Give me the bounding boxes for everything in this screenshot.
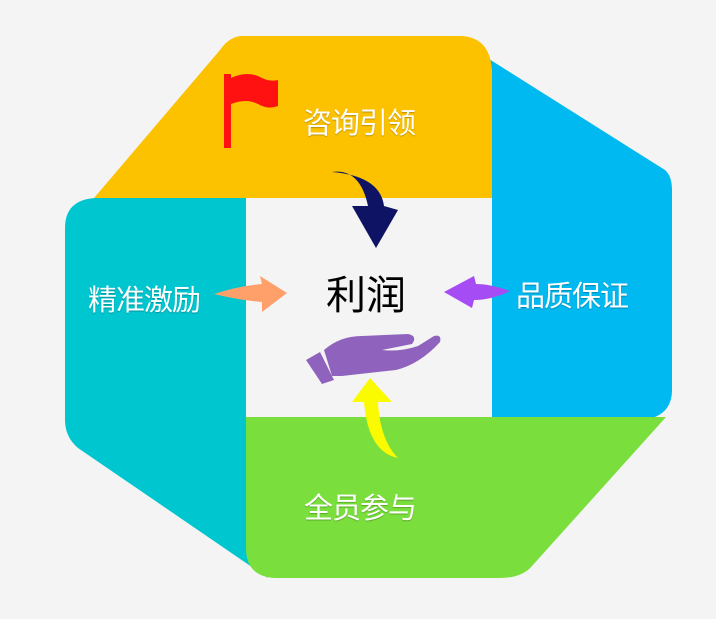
segment-label-left: 精准激励 [88, 283, 201, 317]
segment-bottom [246, 417, 666, 578]
arrow-left [214, 276, 287, 312]
segment-right [462, 42, 672, 417]
center-title: 利润 [326, 273, 406, 319]
segment-top [94, 36, 492, 198]
open-hand-icon [306, 334, 441, 384]
segment-label-top: 咨询引领 [303, 106, 416, 140]
segment-label-bottom: 全员参与 [304, 491, 417, 525]
segment-left [65, 198, 268, 578]
red-flag-icon [224, 74, 278, 148]
arrow-bottom [352, 378, 398, 458]
segment-label-right: 品质保证 [516, 279, 629, 313]
arrow-top [332, 171, 398, 248]
arrow-right [444, 276, 510, 308]
